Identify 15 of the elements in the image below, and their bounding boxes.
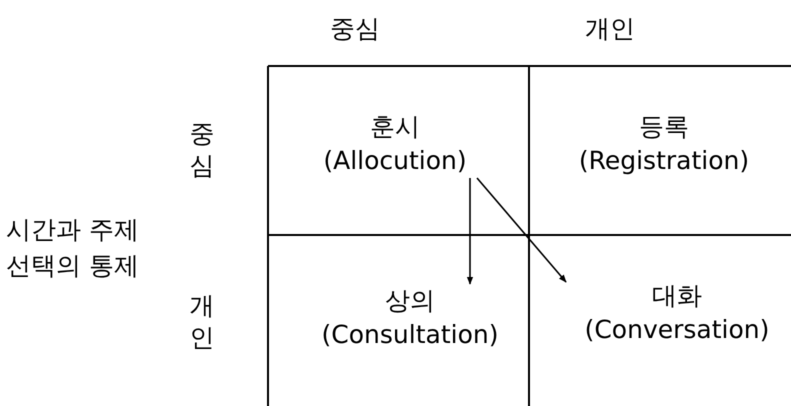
row-heading: 중심 <box>188 118 216 182</box>
cell-text: (Registration) <box>578 145 750 177</box>
arrow <box>476 177 567 283</box>
cell-text: 대화 <box>651 280 703 312</box>
row-heading: 개인 <box>188 290 216 354</box>
cell-text: (Consultation) <box>320 319 500 351</box>
axis-label: 시간과 주제 선택의 통제 <box>6 214 140 282</box>
cell-text: 등록 <box>638 111 690 143</box>
column-heading: 중심 <box>330 14 380 44</box>
column-heading: 개인 <box>585 14 635 44</box>
cell-text: (Allocution) <box>322 145 468 177</box>
arrow <box>466 178 474 285</box>
cell-text: (Conversation) <box>584 314 770 346</box>
cell-text: 상의 <box>384 285 436 317</box>
cell-text: 훈시 <box>369 111 421 143</box>
